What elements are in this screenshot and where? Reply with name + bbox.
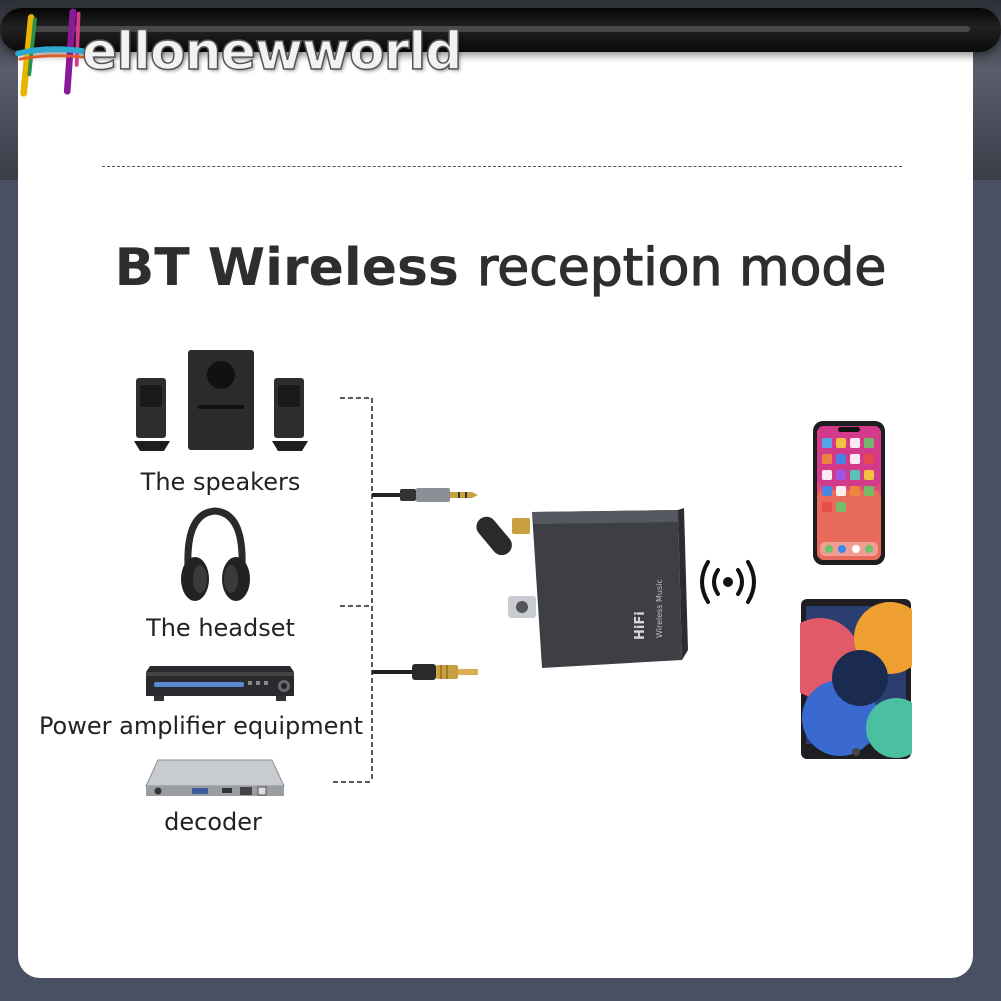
top-roll-bar	[0, 8, 1001, 52]
receiver-brand-text: HiFi	[633, 611, 648, 640]
receiver-subtitle-text: Wireless Music	[655, 579, 664, 638]
title-part-2: reception mode	[476, 237, 887, 298]
decoder-icon	[145, 759, 285, 796]
tablet-icon	[800, 599, 912, 759]
speakers-icon	[134, 350, 308, 451]
device-label-decoder: decoder	[164, 808, 262, 836]
page-title: BT Wireless reception mode	[0, 237, 1001, 298]
divider	[102, 166, 902, 167]
brand-name: ellonewworld	[81, 21, 463, 83]
rca-cable-icon	[372, 664, 478, 680]
bluetooth-receiver-device: HiFi Wireless Music	[476, 508, 688, 668]
device-label-speakers: The speakers	[140, 468, 301, 496]
device-label-amplifier: Power amplifier equipment	[38, 712, 364, 740]
connection-bracket	[333, 397, 373, 783]
headset-icon	[181, 507, 250, 601]
title-part-1: BT Wireless	[114, 238, 459, 298]
amplifier-icon	[146, 666, 294, 701]
device-label-headset: The headset	[146, 614, 295, 642]
brand-logo-icon	[15, 8, 89, 97]
aux-cable-icon	[372, 488, 478, 502]
wireless-signal-icon	[700, 560, 756, 604]
smartphone-icon	[813, 421, 885, 565]
